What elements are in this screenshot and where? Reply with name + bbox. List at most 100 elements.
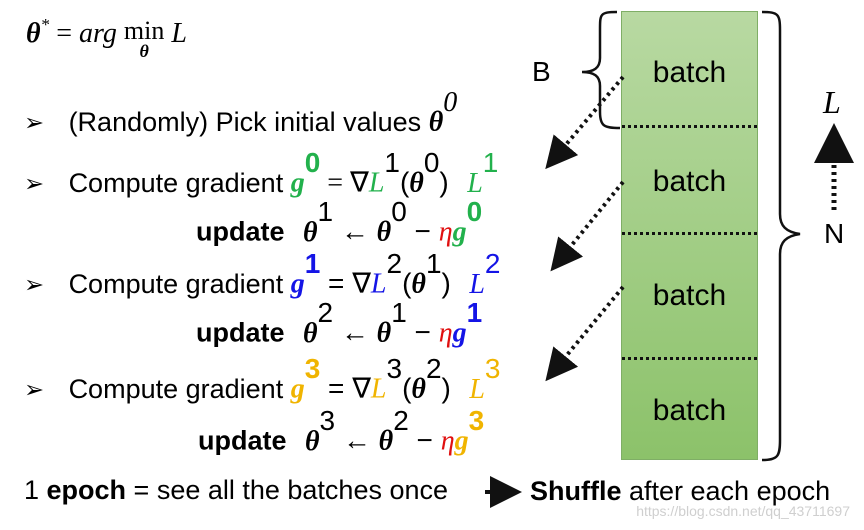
- minus-sign: −: [408, 424, 441, 456]
- gradient-symbol: g: [290, 268, 305, 300]
- loss-symbol: L: [370, 268, 387, 300]
- nabla: = ∇: [320, 372, 371, 404]
- nabla: = ∇: [320, 267, 371, 299]
- gradient-sup: 3: [304, 353, 321, 384]
- gradient-sup: 0: [304, 147, 321, 178]
- theta-symbol: θ: [411, 268, 426, 300]
- watermark: https://blog.csdn.net/qq_43711697: [636, 503, 850, 519]
- loss-sup: 1: [384, 147, 400, 178]
- gradient-symbol: g: [452, 317, 467, 349]
- brace-b-icon: [581, 10, 621, 130]
- batch-label-4: batch: [652, 394, 727, 427]
- left-arrow-icon: ←: [335, 424, 379, 456]
- objective-formula: θ* = arg min θ L: [26, 16, 187, 61]
- footer-suffix: after each epoch: [621, 476, 831, 506]
- paren-close: ): [439, 166, 449, 198]
- left-arrow-icon: ←: [333, 215, 377, 247]
- update-3: update θ3 ← θ2 − ηg3: [198, 407, 484, 458]
- theta-sup: 2: [317, 297, 334, 328]
- dotted-arrow-3: [545, 285, 625, 382]
- bullet-arrow-icon: ➢: [24, 375, 45, 404]
- loss-symbol: L: [368, 167, 385, 199]
- step-text: (Randomly) Pick initial values: [68, 106, 429, 137]
- theta-symbol: θ: [428, 106, 444, 138]
- gradient-sup: 3: [468, 405, 485, 436]
- batch-label-1: batch: [652, 56, 727, 89]
- batch-loss-tag: L: [469, 268, 485, 300]
- paren-open: (: [399, 166, 410, 198]
- gradient-symbol: g: [290, 167, 305, 199]
- learning-rate-symbol: η: [438, 317, 453, 349]
- paren-open: (: [402, 267, 412, 299]
- paren-close: ): [441, 267, 451, 299]
- theta-sup: 1: [425, 248, 442, 279]
- footer-prefix: 1: [24, 475, 47, 505]
- theta-symbol: θ: [409, 167, 424, 199]
- arg-text: arg: [79, 18, 117, 49]
- gradient-sup: 0: [466, 196, 483, 227]
- minus-sign: −: [406, 215, 439, 247]
- batch-separator: [622, 125, 757, 128]
- batch-loss-tag-sup: 2: [484, 248, 501, 279]
- update-label: update: [196, 317, 285, 348]
- gradient-symbol: g: [454, 425, 469, 457]
- batch-loss-tag-sup: 1: [482, 147, 499, 178]
- dotted-arrow-1: [545, 75, 625, 170]
- batch-separator: [622, 357, 757, 360]
- footer-epoch: 1 epoch = see all the batches once: [24, 475, 448, 506]
- update-2: update θ2 ← θ1 − ηg1: [196, 299, 482, 350]
- theta-sup: 1: [317, 196, 334, 227]
- learning-rate-symbol: η: [438, 216, 453, 248]
- minus-sign: −: [406, 316, 439, 348]
- label-b: B: [532, 56, 551, 87]
- gradient-symbol: g: [290, 373, 305, 405]
- theta-symbol: θ: [26, 18, 41, 49]
- min-text: min: [123, 16, 165, 45]
- loss-sup: 3: [386, 353, 403, 384]
- label-n: N: [824, 218, 845, 249]
- gradient-sup: 1: [466, 297, 483, 328]
- footer-epoch-word: epoch: [46, 475, 127, 505]
- step-text: Compute gradient: [68, 268, 291, 299]
- update-label: update: [198, 425, 287, 456]
- dotted-arrow-2: [550, 180, 625, 272]
- theta-sup: 2: [393, 405, 409, 436]
- bullet-arrow-icon: ➢: [24, 108, 45, 137]
- step-initial: ➢ (Randomly) Pick initial values θ0: [24, 89, 457, 139]
- loss-symbol: L: [171, 18, 187, 49]
- theta-sup: 0: [443, 87, 458, 118]
- bullet-arrow-icon: ➢: [24, 169, 45, 198]
- step-text: Compute gradient: [68, 167, 291, 198]
- theta-symbol: θ: [376, 317, 392, 349]
- theta-symbol: θ: [302, 317, 318, 349]
- loss-symbol: L: [370, 373, 387, 405]
- theta-symbol: θ: [411, 373, 426, 405]
- theta-sup: 2: [425, 353, 442, 384]
- batch-loss-tag-sup: 3: [484, 353, 501, 384]
- step-gradient-3: ➢ Compute gradient g3 = ∇L3(θ2) L3: [24, 355, 500, 406]
- learning-rate-symbol: η: [440, 425, 455, 457]
- batch-separator: [622, 232, 757, 235]
- loss-sup: 2: [386, 248, 403, 279]
- theta-sup: 3: [319, 405, 336, 436]
- batch-loss-tag: L: [469, 373, 485, 405]
- update-1: update θ1 ← θ0 − ηg0: [196, 198, 482, 249]
- batch-column: batch batch batch batch: [621, 11, 758, 460]
- footer-shuffle-word: Shuffle: [530, 476, 622, 506]
- paren-close: ): [441, 372, 451, 404]
- gradient-sup: 1: [304, 248, 321, 279]
- label-l: L: [823, 84, 841, 120]
- theta-sup: 1: [391, 297, 407, 328]
- theta-sup: 0: [423, 147, 440, 178]
- bullet-arrow-icon: ➢: [24, 270, 45, 299]
- batch-loss-tag: L: [467, 167, 483, 199]
- min-subscript: θ: [139, 41, 149, 61]
- theta-symbol: θ: [378, 425, 394, 457]
- batch-label-3: batch: [652, 279, 727, 312]
- step-text: Compute gradient: [68, 373, 291, 404]
- theta-symbol: θ: [304, 425, 320, 457]
- theta-symbol: θ: [376, 216, 392, 248]
- footer-middle: = see all the batches once: [126, 475, 449, 505]
- equals-sign: =: [56, 18, 73, 49]
- min-operator: min θ: [123, 16, 165, 61]
